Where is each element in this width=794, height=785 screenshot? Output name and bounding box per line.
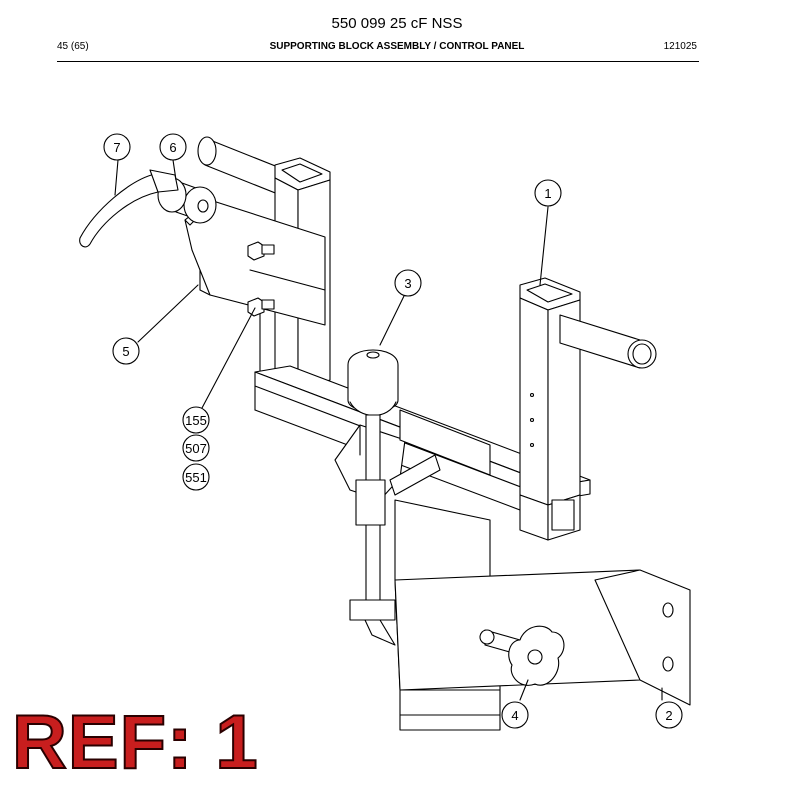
callout-5: 5 (112, 337, 140, 365)
document-code: 121025 (663, 41, 697, 52)
callouts: 7 6 1 3 5 155 507 551 (103, 133, 683, 729)
leader-lines (114, 159, 663, 701)
callout-155-label: 155 (185, 413, 207, 428)
callout-2: 2 (655, 701, 683, 729)
ref-stamp: REF: 1 (11, 700, 259, 785)
callout-4: 4 (501, 701, 529, 729)
callout-4-label: 4 (511, 708, 518, 723)
callout-507: 507 (182, 434, 210, 462)
callout-1-label: 1 (544, 186, 551, 201)
callout-551-label: 551 (185, 470, 207, 485)
callout-507-label: 507 (185, 441, 207, 456)
lever-handle (79, 169, 179, 248)
callout-3-label: 3 (404, 276, 411, 291)
callout-155: 155 (182, 406, 210, 434)
callout-5-label: 5 (122, 344, 129, 359)
right-handle-tube (559, 314, 657, 369)
header-rule (57, 61, 699, 62)
callout-7: 7 (103, 133, 131, 161)
callout-6-label: 6 (169, 140, 176, 155)
star-knob (479, 625, 565, 686)
callout-3: 3 (394, 269, 422, 297)
callout-6: 6 (159, 133, 187, 161)
callout-551: 551 (182, 463, 210, 491)
callout-1: 1 (534, 179, 562, 207)
document-title: 550 099 25 cF NSS (331, 15, 463, 32)
page-number: 45 (65) (57, 41, 89, 52)
right-upright-post (519, 277, 581, 541)
section-title: SUPPORTING BLOCK ASSEMBLY / CONTROL PANE… (269, 41, 525, 52)
mounting-plate (394, 569, 691, 706)
callout-2-label: 2 (665, 708, 672, 723)
callout-7-label: 7 (113, 140, 120, 155)
threaded-rod (349, 414, 396, 646)
cylinder-cap (347, 349, 399, 416)
bracket-bolts (247, 241, 275, 317)
